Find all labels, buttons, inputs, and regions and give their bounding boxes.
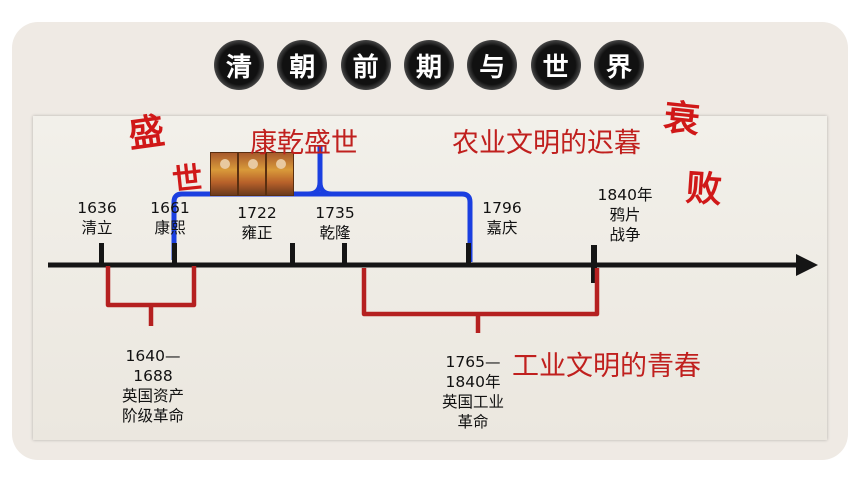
handwritten-sheng: 盛 (125, 109, 168, 157)
blue-bracket-peak (307, 146, 333, 197)
axis-arrowhead (796, 254, 818, 276)
label-line: 英国资产 (121, 387, 184, 405)
event-name: 雍正 (241, 224, 273, 242)
event-1722: 1722 雍正 (226, 203, 288, 243)
event-name-line2: 战争 (609, 226, 641, 244)
title-char-ink-circle: 期 (403, 40, 454, 90)
event-1735: 1735 乾隆 (304, 203, 366, 243)
kangqian-blue-bracket (171, 146, 473, 262)
event-year: 1636 (77, 199, 117, 217)
handwritten-bai: 败 (684, 166, 724, 212)
event-year: 1735 (315, 204, 355, 222)
kangqian-heading: 康乾盛世 (250, 128, 358, 159)
title-char-ink-circle: 前 (340, 40, 391, 90)
event-name: 康熙 (154, 219, 186, 237)
label-line: 阶级革命 (121, 407, 184, 425)
label-line: 1640— (125, 347, 181, 365)
event-name: 乾隆 (319, 224, 351, 242)
title-char: 世 (542, 52, 569, 83)
label-line: 革命 (457, 413, 489, 431)
title-char-ink-circle: 清 (214, 40, 264, 90)
event-1661: 1661 康熙 (139, 198, 201, 238)
tick-1661 (172, 243, 177, 265)
event-year: 1840年 (597, 186, 653, 204)
event-name: 清立 (81, 219, 113, 237)
title-char: 界 (605, 52, 632, 83)
title-char-ink-circle: 世 (530, 40, 581, 90)
event-1796: 1796 嘉庆 (471, 198, 533, 238)
right-red-bracket (361, 268, 600, 333)
handwritten-shi: 世 (170, 160, 205, 199)
label-line: 英国工业 (441, 393, 504, 411)
label-line: 1688 (133, 367, 173, 385)
title-banner: 清 朝 前 期 与 世 界 (214, 40, 644, 90)
industrial-youth-heading: 工业文明的青春 (512, 351, 701, 382)
title-char: 前 (352, 52, 379, 83)
event-name: 嘉庆 (486, 219, 518, 237)
emperor-portrait (210, 152, 238, 196)
title-char: 朝 (289, 52, 316, 83)
event-1636: 1636 清立 (66, 198, 128, 238)
industrial-revolution-label: 1765— 1840年 英国工业 革命 (420, 352, 526, 432)
title-char: 与 (479, 52, 506, 83)
event-name: 鸦片 (609, 206, 641, 224)
event-year: 1661 (150, 199, 190, 217)
label-line: 1840年 (445, 373, 501, 391)
blue-bracket-path (171, 191, 473, 262)
agricultural-twilight-heading: 农业文明的迟暮 (452, 128, 641, 159)
tick-1840 (591, 245, 597, 283)
title-char-ink-circle: 朝 (277, 40, 328, 90)
emperor-portrait (238, 152, 266, 196)
english-revolution-label: 1640— 1688 英国资产 阶级革命 (100, 346, 206, 426)
title-char-ink-circle: 与 (467, 40, 518, 90)
left-red-bracket (105, 266, 197, 326)
emperor-portrait (266, 152, 294, 196)
tick-1735 (342, 243, 347, 265)
timeline-axis (48, 243, 818, 283)
label-line: 1765— (445, 353, 501, 371)
event-year: 1796 (482, 199, 522, 217)
event-1840: 1840年 鸦片 战争 (590, 185, 660, 245)
handwritten-shuai: 衰 (661, 96, 702, 142)
title-char: 清 (225, 52, 252, 83)
red-brackets (105, 266, 600, 333)
title-char-ink-circle: 界 (593, 40, 644, 90)
emperor-portraits (210, 152, 294, 196)
tick-1636 (99, 243, 104, 265)
tick-1796 (466, 243, 471, 265)
title-char: 期 (415, 52, 442, 83)
event-year: 1722 (237, 204, 277, 222)
timeline-panel (33, 116, 827, 440)
tick-1722 (290, 243, 295, 265)
